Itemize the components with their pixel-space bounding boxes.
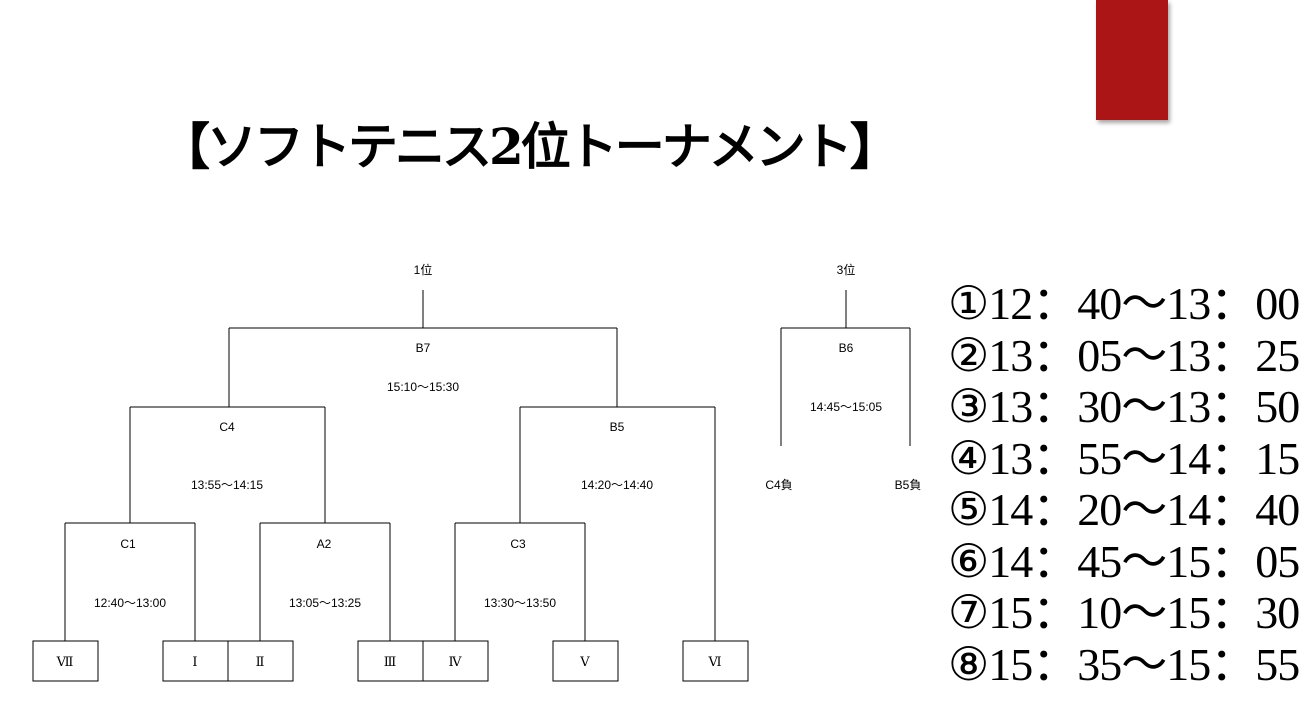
team-label-6: Ⅵ	[707, 655, 721, 670]
team-box-5	[552, 640, 619, 682]
match-time-a2: 13:05～13:25	[289, 596, 361, 610]
schedule-item-3: ③13：30～13：50	[948, 381, 1299, 432]
team-label-7: Ⅶ	[56, 655, 74, 670]
page-title: 【ソフトテニス2位トーナメント】	[160, 117, 900, 176]
team-box-4	[422, 640, 489, 682]
match-code-a2: A2	[317, 537, 332, 551]
third-place-left-entry: C4負	[765, 478, 792, 492]
match-time-c3: 13:30～13:50	[484, 596, 556, 610]
team-label-4: Ⅳ	[449, 655, 463, 670]
winner-label: 1位	[414, 262, 433, 277]
team-box-2	[227, 640, 294, 682]
team-label-5: Ⅴ	[579, 655, 590, 670]
schedule-item-2: ②13：05～13：25	[948, 329, 1299, 381]
match-time-c4: 13:55～14:15	[191, 478, 263, 492]
team-label-3: Ⅲ	[384, 655, 397, 670]
team-label-1: Ⅰ	[192, 655, 197, 670]
team-box-7	[32, 640, 99, 682]
match-time-b6: 14:45～15:05	[810, 400, 882, 414]
match-code-b7: B7	[416, 341, 431, 355]
match-code-b5: B5	[610, 420, 625, 434]
match-time-b7: 15:10～15:30	[387, 380, 459, 394]
third-place-right-entry: B5負	[895, 478, 922, 492]
match-time-c1: 12:40～13:00	[94, 596, 166, 610]
schedule-item-4: ④13：55～14：15	[948, 432, 1299, 484]
schedule-item-5: ⑤14：20～14：40	[948, 484, 1299, 535]
accent-block	[1096, 0, 1168, 120]
schedule-list: ①12：40～13：00 ②13：05～13：25 ③13：30～13：50 ④…	[948, 278, 1299, 690]
schedule-item-7: ⑦15：10～15：30	[948, 587, 1299, 638]
schedule-item-1: ①12：40～13：00	[948, 278, 1299, 329]
match-code-c3: C3	[510, 537, 526, 551]
team-box-6	[682, 640, 749, 682]
match-code-b6: B6	[839, 341, 854, 355]
match-code-c1: C1	[120, 537, 136, 551]
schedule-item-6: ⑥14：45～15：05	[948, 535, 1299, 587]
schedule-item-8: ⑧15：35～15：55	[948, 638, 1299, 690]
third-place-label: 3位	[837, 262, 856, 277]
match-time-b5: 14:20～14:40	[581, 478, 653, 492]
match-code-c4: C4	[219, 420, 235, 434]
team-label-2: Ⅱ	[256, 655, 265, 670]
